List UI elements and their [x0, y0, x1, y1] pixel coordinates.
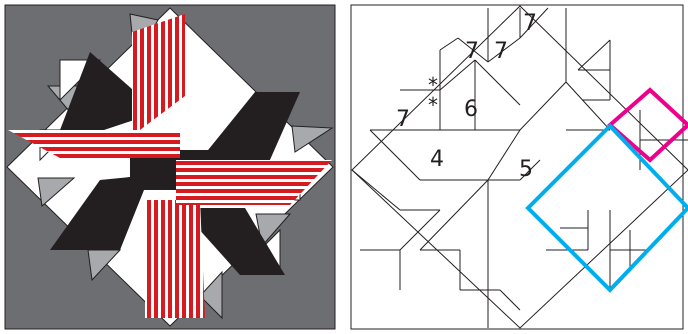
piece-label-7-right: 7 — [494, 39, 508, 64]
diagram-frame — [351, 5, 683, 329]
colored-quilt-block — [5, 5, 335, 329]
red-stripe-band-bottom — [145, 200, 205, 318]
star-marker-bottom: * — [428, 93, 438, 117]
piece-label-5: 5 — [519, 157, 533, 182]
piece-label-4: 4 — [430, 147, 444, 172]
piece-label-7-left: 7 — [465, 39, 479, 64]
piece-label-7-corner: 7 — [396, 107, 410, 132]
piece-diagram: 7 7 7 7 * * 6 4 5 — [351, 5, 688, 329]
piece-label-7-top: 7 — [523, 11, 537, 36]
piece-label-6: 6 — [464, 97, 478, 122]
